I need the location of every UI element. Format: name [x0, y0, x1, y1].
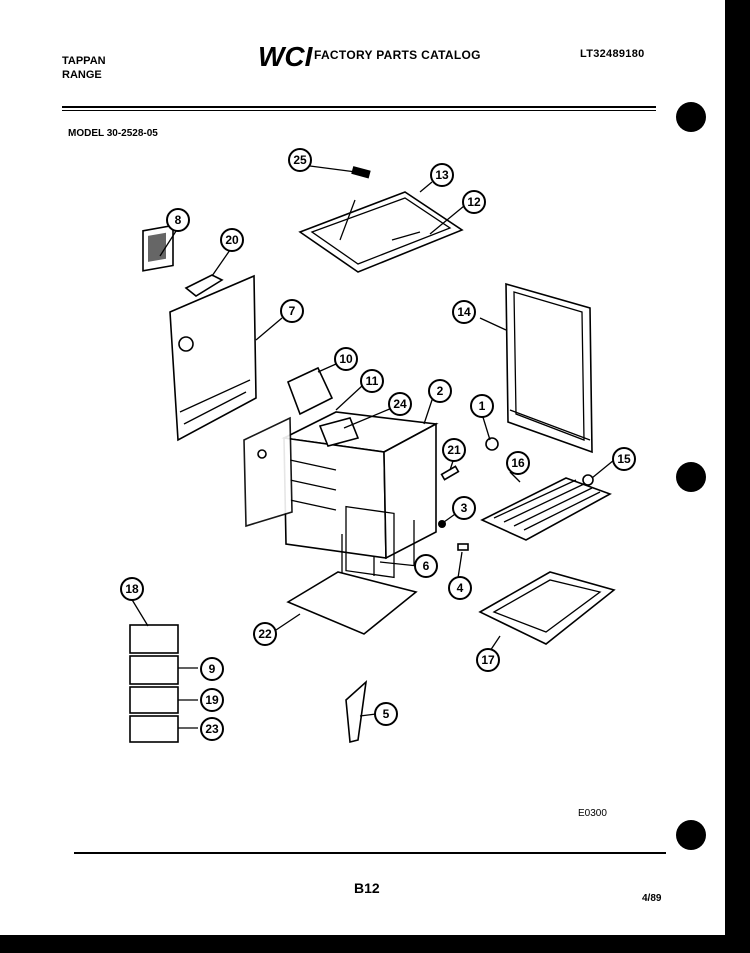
- binder-hole-bottom: [676, 820, 706, 850]
- svg-text:4: 4: [457, 581, 464, 595]
- callout-17: 17: [476, 648, 500, 672]
- svg-text:7: 7: [289, 304, 296, 318]
- callout-14: 14: [452, 300, 476, 324]
- callout-22: 22: [253, 622, 277, 646]
- callout-13: 13: [430, 163, 454, 187]
- callout-18: 18: [120, 577, 144, 601]
- callout-19: 19: [200, 688, 224, 712]
- callout-21: 21: [442, 438, 466, 462]
- svg-text:22: 22: [258, 627, 272, 641]
- header-rule-thin: [62, 110, 656, 111]
- print-date: 4/89: [642, 893, 662, 904]
- svg-text:5: 5: [383, 707, 390, 721]
- part-bottom-panel: [286, 571, 418, 635]
- svg-text:16: 16: [511, 456, 525, 470]
- svg-text:25: 25: [293, 153, 307, 167]
- parts-kit: [129, 597, 179, 743]
- callout-24: 24: [388, 392, 412, 416]
- page-number: B12: [354, 880, 380, 896]
- header-rule: [62, 106, 656, 108]
- svg-text:18: 18: [125, 582, 139, 596]
- callout-12: 12: [462, 190, 486, 214]
- callout-15: 15: [612, 447, 636, 471]
- svg-text:19: 19: [205, 693, 219, 707]
- part-oven-rack: [480, 477, 612, 541]
- part-cooktop: [298, 166, 464, 273]
- wci-logo: WCI: [258, 41, 314, 72]
- svg-text:24: 24: [393, 397, 407, 411]
- svg-text:11: 11: [366, 374, 379, 388]
- callout-20: 20: [220, 228, 244, 252]
- part-door-frame: [505, 282, 593, 454]
- part-back-panel: [169, 274, 257, 442]
- logo-text: WCI: [258, 41, 314, 72]
- svg-text:3: 3: [461, 501, 468, 515]
- part-20: [184, 274, 224, 297]
- svg-text:8: 8: [175, 213, 182, 227]
- brand-line-1: TAPPAN: [62, 55, 106, 67]
- callout-8: 8: [166, 208, 190, 232]
- small-parts: [345, 437, 594, 744]
- callout-16: 16: [506, 451, 530, 475]
- model-label: MODEL 30-2528-05: [68, 128, 158, 139]
- svg-text:2: 2: [437, 384, 444, 398]
- callout-9: 9: [200, 657, 224, 681]
- svg-text:17: 17: [481, 653, 495, 667]
- svg-text:1: 1: [479, 399, 486, 413]
- part-broiler-pan: [478, 571, 616, 645]
- callout-2: 2: [428, 379, 452, 403]
- callout-6: 6: [414, 554, 438, 578]
- callout-labels: 25 13 12 8 20 7 14 10 11 2 24 1 21 16 15…: [120, 148, 636, 741]
- callout-23: 23: [200, 717, 224, 741]
- svg-text:15: 15: [617, 452, 631, 466]
- svg-text:9: 9: [209, 662, 216, 676]
- svg-text:23: 23: [205, 722, 219, 736]
- catalog-title: FACTORY PARTS CATALOG: [314, 48, 481, 62]
- svg-text:10: 10: [339, 352, 353, 366]
- svg-text:12: 12: [467, 195, 481, 209]
- callout-4: 4: [448, 576, 472, 600]
- svg-text:14: 14: [457, 305, 471, 319]
- svg-text:21: 21: [447, 443, 461, 457]
- callout-5: 5: [374, 702, 398, 726]
- callout-11: 11: [360, 369, 384, 393]
- footer-rule: [74, 852, 666, 854]
- binder-hole-middle: [676, 462, 706, 492]
- binder-hole-top: [676, 102, 706, 132]
- brand-label: TAPPAN RANGE: [62, 54, 106, 82]
- callout-1: 1: [470, 394, 494, 418]
- brand-line-2: RANGE: [62, 69, 102, 81]
- callout-3: 3: [452, 496, 476, 520]
- part-oven-body: [243, 366, 439, 590]
- svg-text:13: 13: [435, 168, 449, 182]
- part-8: [142, 224, 174, 272]
- diagram-code: E0300: [578, 808, 607, 819]
- callout-7: 7: [280, 299, 304, 323]
- svg-text:20: 20: [225, 233, 239, 247]
- catalog-number: LT32489180: [580, 48, 645, 60]
- callout-25: 25: [288, 148, 312, 172]
- svg-text:6: 6: [423, 559, 430, 573]
- callout-10: 10: [334, 347, 358, 371]
